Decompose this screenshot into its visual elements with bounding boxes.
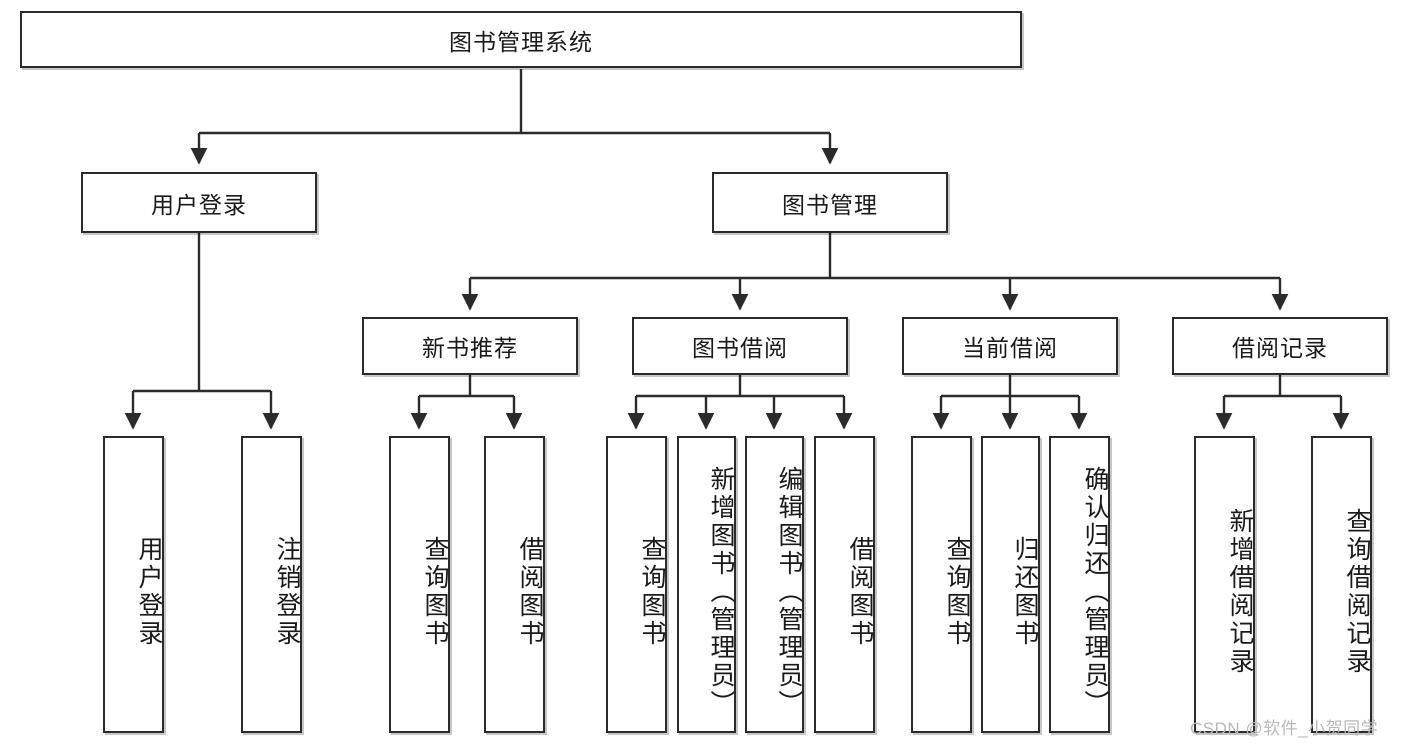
node-root-label: 图书管理系统 xyxy=(449,28,593,55)
leaf-return-book-label: 归还图书 xyxy=(1011,535,1039,648)
node-new-book-recommend[interactable]: 新书推荐 xyxy=(362,317,578,375)
leaf-query-book-recommend[interactable]: 查询图书 xyxy=(389,436,450,733)
leaf-user-login[interactable]: 用户登录 xyxy=(103,436,164,733)
node-book-borrow-label: 图书借阅 xyxy=(692,335,788,361)
node-root[interactable]: 图书管理系统 xyxy=(20,11,1022,68)
leaf-edit-book-admin-label: 编辑图书（管理员） xyxy=(775,465,803,718)
leaf-borrow-book-recommend-label: 借阅图书 xyxy=(516,535,544,648)
leaf-logout[interactable]: 注销登录 xyxy=(241,436,302,733)
leaf-logout-label: 注销登录 xyxy=(273,535,301,648)
node-new-book-recommend-label: 新书推荐 xyxy=(422,335,518,361)
leaf-borrow-book[interactable]: 借阅图书 xyxy=(814,436,875,733)
leaf-query-borrow-record[interactable]: 查询借阅记录 xyxy=(1311,436,1372,733)
leaf-borrow-book-label: 借阅图书 xyxy=(846,535,874,648)
leaf-add-book-admin[interactable]: 新增图书（管理员） xyxy=(677,436,736,733)
leaf-confirm-return-admin[interactable]: 确认归还（管理员） xyxy=(1049,436,1110,733)
node-user-login-label: 用户登录 xyxy=(151,191,247,218)
node-book-borrow[interactable]: 图书借阅 xyxy=(632,317,848,375)
leaf-query-book-current[interactable]: 查询图书 xyxy=(911,436,972,733)
node-current-borrow[interactable]: 当前借阅 xyxy=(902,317,1118,375)
leaf-query-book-current-label: 查询图书 xyxy=(943,535,971,648)
node-book-management-label: 图书管理 xyxy=(782,191,878,218)
leaf-add-book-admin-label: 新增图书（管理员） xyxy=(707,465,735,718)
node-current-borrow-label: 当前借阅 xyxy=(962,335,1058,361)
leaf-user-login-label: 用户登录 xyxy=(135,535,163,648)
node-book-management[interactable]: 图书管理 xyxy=(712,172,948,233)
leaf-borrow-book-recommend[interactable]: 借阅图书 xyxy=(484,436,545,733)
leaf-edit-book-admin[interactable]: 编辑图书（管理员） xyxy=(745,436,804,733)
leaf-confirm-return-admin-label: 确认归还（管理员） xyxy=(1081,465,1109,718)
node-borrow-record-label: 借阅记录 xyxy=(1232,335,1328,361)
node-borrow-record[interactable]: 借阅记录 xyxy=(1172,317,1388,375)
leaf-add-borrow-record-label: 新增借阅记录 xyxy=(1226,507,1254,676)
leaf-query-borrow-record-label: 查询借阅记录 xyxy=(1343,507,1371,676)
leaf-query-book-borrow-label: 查询图书 xyxy=(638,535,666,648)
node-user-login[interactable]: 用户登录 xyxy=(81,172,317,233)
leaf-query-book-recommend-label: 查询图书 xyxy=(421,535,449,648)
leaf-query-book-borrow[interactable]: 查询图书 xyxy=(606,436,667,733)
leaf-add-borrow-record[interactable]: 新增借阅记录 xyxy=(1194,436,1255,733)
leaf-return-book[interactable]: 归还图书 xyxy=(981,436,1040,733)
